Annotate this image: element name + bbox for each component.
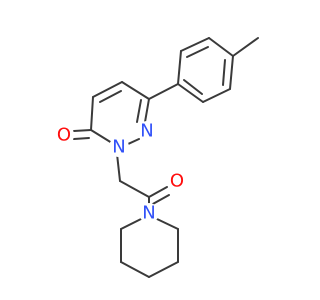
bond-c4-c5-double (99, 90, 122, 103)
atom-o-ketone-ring-bg (54, 125, 74, 145)
bond-c6-n1 (144, 98, 150, 123)
bond-pip-c5-n (156, 218, 179, 230)
bond-ch2-carbonyl (119, 180, 150, 198)
bond-c3-c4 (90, 96, 94, 131)
bond-ar6-ar1-inner (183, 79, 203, 95)
bond-ar4-ar5 (229, 55, 234, 90)
bond-ar4-methyl (232, 37, 259, 57)
bond-ar3-ar4 (208, 37, 234, 57)
atom-n-ring-b: N (109, 137, 129, 158)
bond-carbonyl-o (148, 186, 168, 198)
atom-n-ring-a-label: N (140, 121, 153, 142)
atom-label-layer: O N N O N (54, 121, 187, 224)
atom-o-amide-bg (167, 171, 187, 191)
bond-ar2-ar3-inner (186, 46, 209, 58)
bond-c6-n1-double (136, 99, 142, 123)
bond-ar5-ar6 (202, 88, 231, 103)
bond-ar6-ar1 (177, 83, 204, 103)
bond-ar4-ar5-inner (222, 59, 226, 86)
bond-pip-c3-c4 (148, 261, 179, 278)
atom-o-amide-label: O (170, 171, 184, 192)
bond-ar1-ar2 (177, 50, 182, 85)
molecule-structure: O N N O N (54, 37, 259, 278)
atom-n-ring-b-bg (109, 137, 129, 157)
atom-o-ketone-ring: O (54, 125, 74, 146)
atom-n-ring-a: N (137, 121, 157, 142)
bond-c3-o (73, 129, 92, 132)
bond-c4-c5 (92, 81, 123, 98)
bond-carbonyl-o-double (150, 194, 170, 206)
atom-n-piperidine-label: N (142, 203, 155, 224)
bond-pip-c2-c3 (120, 261, 150, 278)
atom-n-piperidine-bg (139, 203, 159, 223)
atom-n-ring-a-bg (137, 121, 157, 141)
bond-n2-ch2 (116, 153, 121, 182)
bond-c3-o-double (73, 137, 90, 140)
atom-o-ketone-ring-label: O (57, 125, 71, 146)
bond-c6-aryl (148, 83, 179, 100)
atom-o-amide: O (167, 171, 187, 192)
bond-layer (73, 37, 259, 278)
bond-n2-c3 (90, 129, 113, 144)
bond-n-pip-c1 (120, 218, 142, 230)
atom-n-ring-b-label: N (112, 137, 125, 158)
atom-n-piperidine: N (139, 203, 159, 224)
bond-c5-c6 (121, 81, 150, 100)
bond-ar2-ar3 (180, 37, 210, 52)
